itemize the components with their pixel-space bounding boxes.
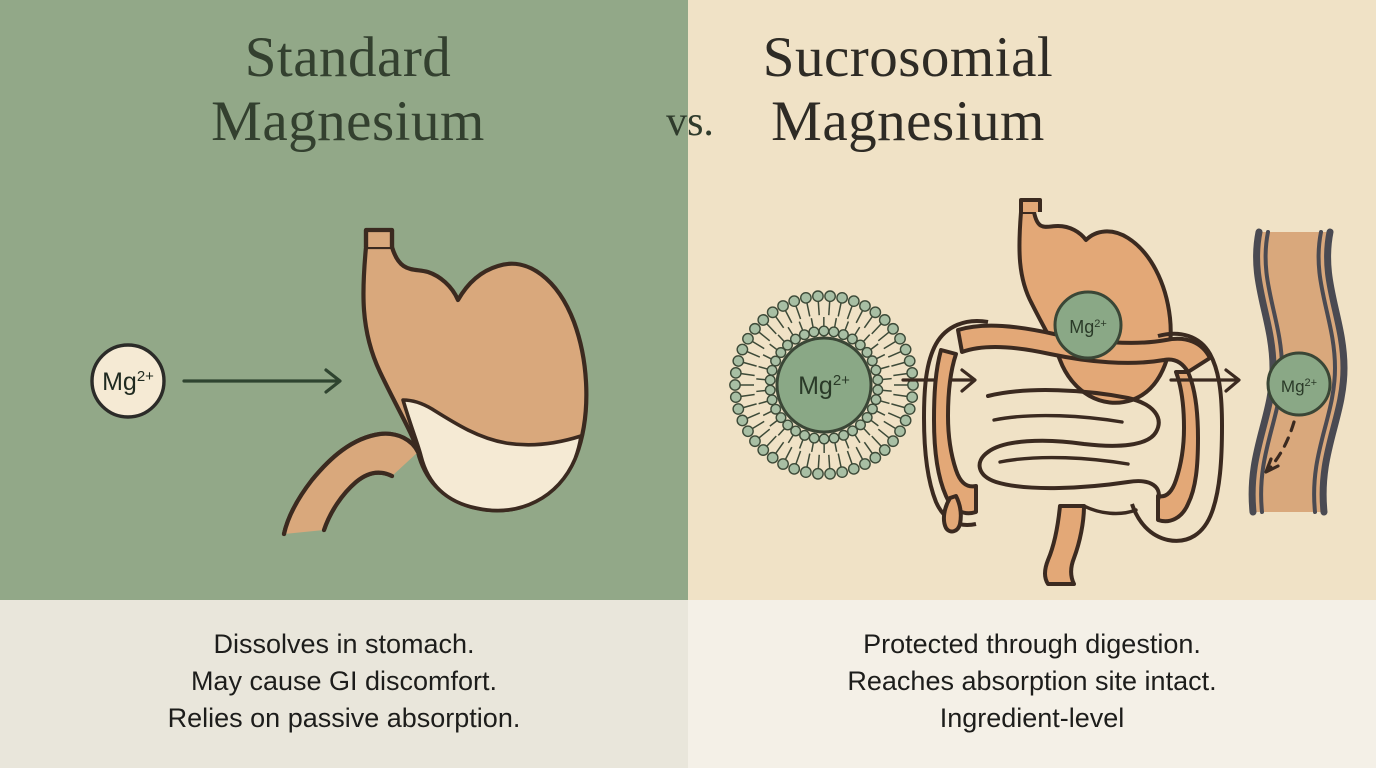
liposome-vesicle: Mg2+ (729, 290, 919, 480)
left-caption-band (0, 600, 688, 768)
caption-line: Ingredient-level (939, 702, 1125, 733)
right-panel-caption: Protected through digestion. Reaches abs… (688, 626, 1376, 737)
arrow-to-stomach-icon (182, 368, 342, 394)
standard-magnesium-diagram: Mg2+ (0, 0, 688, 600)
right-title-line-1: Sucrosomial (762, 26, 1054, 89)
left-panel-background (0, 0, 688, 600)
left-panel-caption: Dissolves in stomach. May cause GI disco… (0, 626, 688, 737)
intestinal-wall-channel: Mg2+ (1248, 228, 1348, 516)
digestive-tract-organ (922, 198, 1224, 586)
tract-mg-circle: Mg2+ (1053, 290, 1123, 360)
liposome-core (775, 336, 873, 434)
caption-line: May cause GI discomfort. (190, 665, 498, 696)
right-caption-band (688, 600, 1376, 768)
absorption-mg-circle (1266, 351, 1332, 417)
liposome-mg-label: Mg2+ (798, 372, 850, 400)
caption-line: Protected through digestion. (863, 629, 1201, 659)
stomach-organ (281, 227, 589, 537)
stomach-contents-fill (401, 398, 583, 513)
left-title-line-1: Standard (244, 26, 452, 89)
right-panel-title: Sucrosomial Magnesium (628, 26, 1188, 154)
versus-label: vs. (666, 99, 714, 145)
caption-line: Dissolves in stomach. (213, 629, 475, 659)
left-panel-title: Standard Magnesium (68, 26, 628, 154)
arrow-to-absorption-site-icon (1169, 368, 1241, 393)
sucrosomial-magnesium-diagram: Mg2+ (688, 0, 1376, 600)
mg-ion-circle: Mg2+ (90, 343, 166, 419)
right-title-line-2: Magnesium (771, 89, 1045, 153)
left-title-line-2: Magnesium (211, 89, 485, 153)
caption-line: Reaches absorption site intact. (847, 665, 1217, 696)
caption-line: Relies on passive absorption. (167, 702, 521, 733)
absorption-dashed-arrow-icon (1264, 420, 1296, 474)
